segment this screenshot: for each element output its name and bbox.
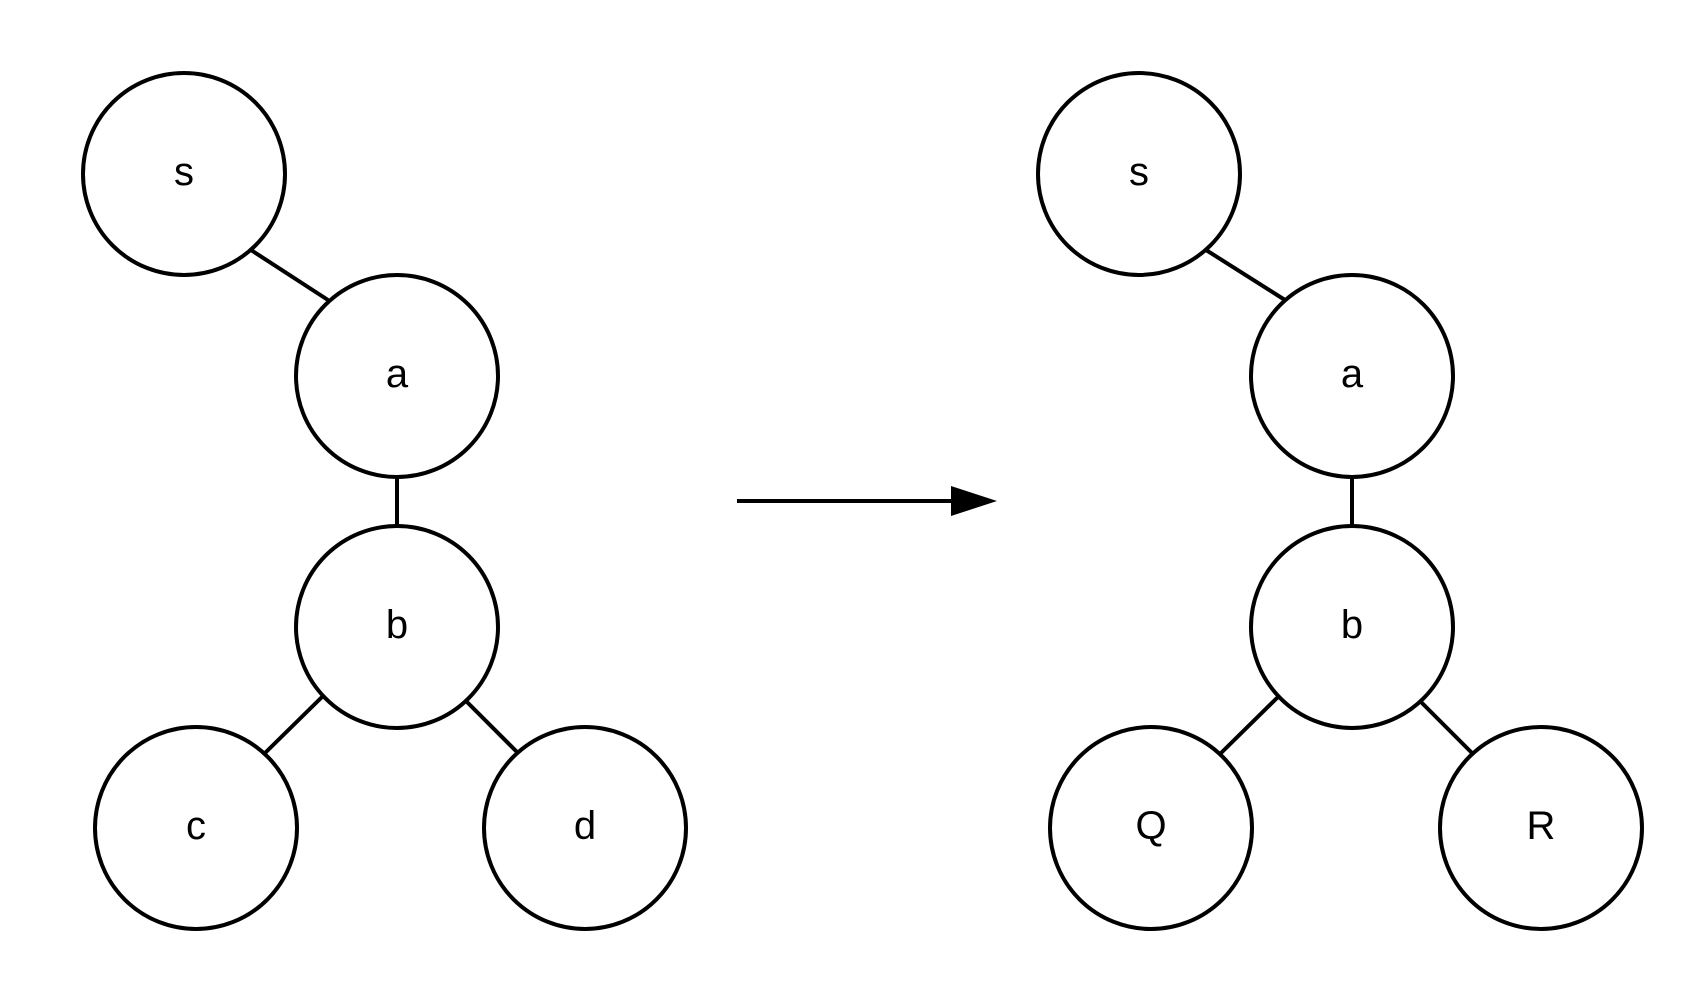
left-edge-b-d [465,700,520,755]
left-node-s: s [81,71,287,277]
left-node-s-label: s [174,150,194,194]
left-edge-b-c [263,694,325,755]
right-node-s-label: s [1129,150,1149,194]
right-node-r: R [1438,725,1644,931]
transformation-arrow [737,486,997,516]
right-node-q-label: Q [1135,804,1166,848]
right-node-q: Q [1048,725,1254,931]
right-node-b: b [1249,524,1455,730]
right-node-a-label: a [1341,352,1364,396]
right-node-a: a [1249,273,1455,479]
right-edge-b-r [1419,700,1476,757]
left-node-a: a [294,273,500,479]
left-node-d-label: d [574,804,596,848]
left-node-c-label: c [186,804,206,848]
right-edge-s-a [1204,248,1287,302]
left-node-b-label: b [386,603,408,647]
right-node-b-label: b [1341,603,1363,647]
right-node-r-label: R [1527,804,1556,848]
right-tree: s a b Q R [1036,71,1644,931]
left-edge-s-a [249,248,330,302]
left-node-d: d [482,725,688,931]
left-node-c: c [93,725,299,931]
right-node-s: s [1036,71,1242,277]
arrow-head [951,486,997,516]
left-tree: s a b c d [81,71,688,931]
left-node-a-label: a [386,352,409,396]
left-node-b: b [294,524,500,730]
right-edge-b-q [1217,694,1281,757]
